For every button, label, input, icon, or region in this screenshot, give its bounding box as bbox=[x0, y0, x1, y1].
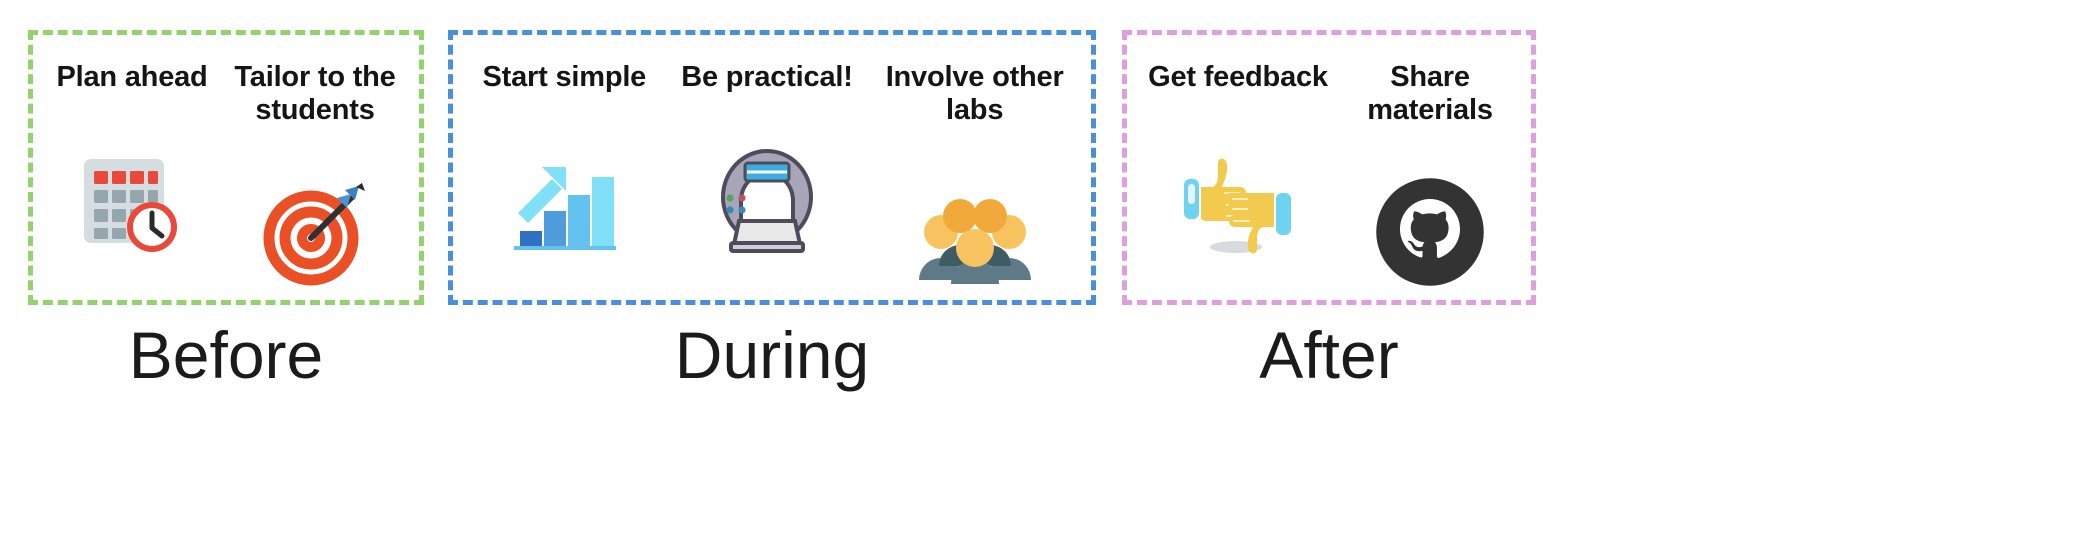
item-plan-ahead[interactable]: Plan ahead bbox=[43, 61, 221, 264]
item-involve-other-labs-label: Involve other labs bbox=[885, 61, 1064, 127]
phase-during: Start simple bbox=[448, 0, 1096, 550]
item-start-simple[interactable]: Start simple bbox=[464, 61, 664, 264]
item-get-feedback[interactable]: Get feedback bbox=[1138, 61, 1338, 264]
item-tailor-label: Tailor to the students bbox=[234, 61, 396, 127]
item-be-practical-label: Be practical! bbox=[681, 61, 853, 93]
target-arrow-icon bbox=[259, 167, 371, 297]
phase-after: Get feedback bbox=[1122, 0, 1536, 550]
people-group-icon bbox=[915, 167, 1035, 297]
item-get-feedback-label: Get feedback bbox=[1148, 61, 1328, 93]
item-start-simple-label: Start simple bbox=[482, 61, 647, 93]
phase-after-panel: Get feedback bbox=[1122, 30, 1536, 305]
item-plan-ahead-label: Plan ahead bbox=[56, 61, 208, 93]
item-be-practical[interactable]: Be practical! bbox=[667, 61, 867, 264]
phase-during-panel: Start simple bbox=[448, 30, 1096, 305]
github-logo-icon bbox=[1374, 167, 1486, 297]
phase-after-caption: After bbox=[1259, 318, 1399, 392]
phase-before-caption: Before bbox=[128, 318, 324, 392]
item-tailor-to-the-students[interactable]: Tailor to the students bbox=[221, 61, 409, 297]
growth-bar-chart-icon bbox=[508, 134, 620, 264]
mri-scanner-icon bbox=[711, 134, 823, 264]
phase-during-caption: During bbox=[674, 318, 870, 392]
phase-before-panel: Plan ahead bbox=[28, 30, 424, 305]
phase-before: Plan ahead bbox=[28, 0, 424, 550]
calendar-clock-icon bbox=[76, 134, 188, 264]
item-involve-other-labs[interactable]: Involve other labs bbox=[870, 61, 1080, 297]
thumbs-up-down-icon bbox=[1178, 134, 1298, 264]
item-share-materials[interactable]: Share materials bbox=[1340, 61, 1520, 297]
item-share-materials-label: Share materials bbox=[1367, 61, 1493, 127]
